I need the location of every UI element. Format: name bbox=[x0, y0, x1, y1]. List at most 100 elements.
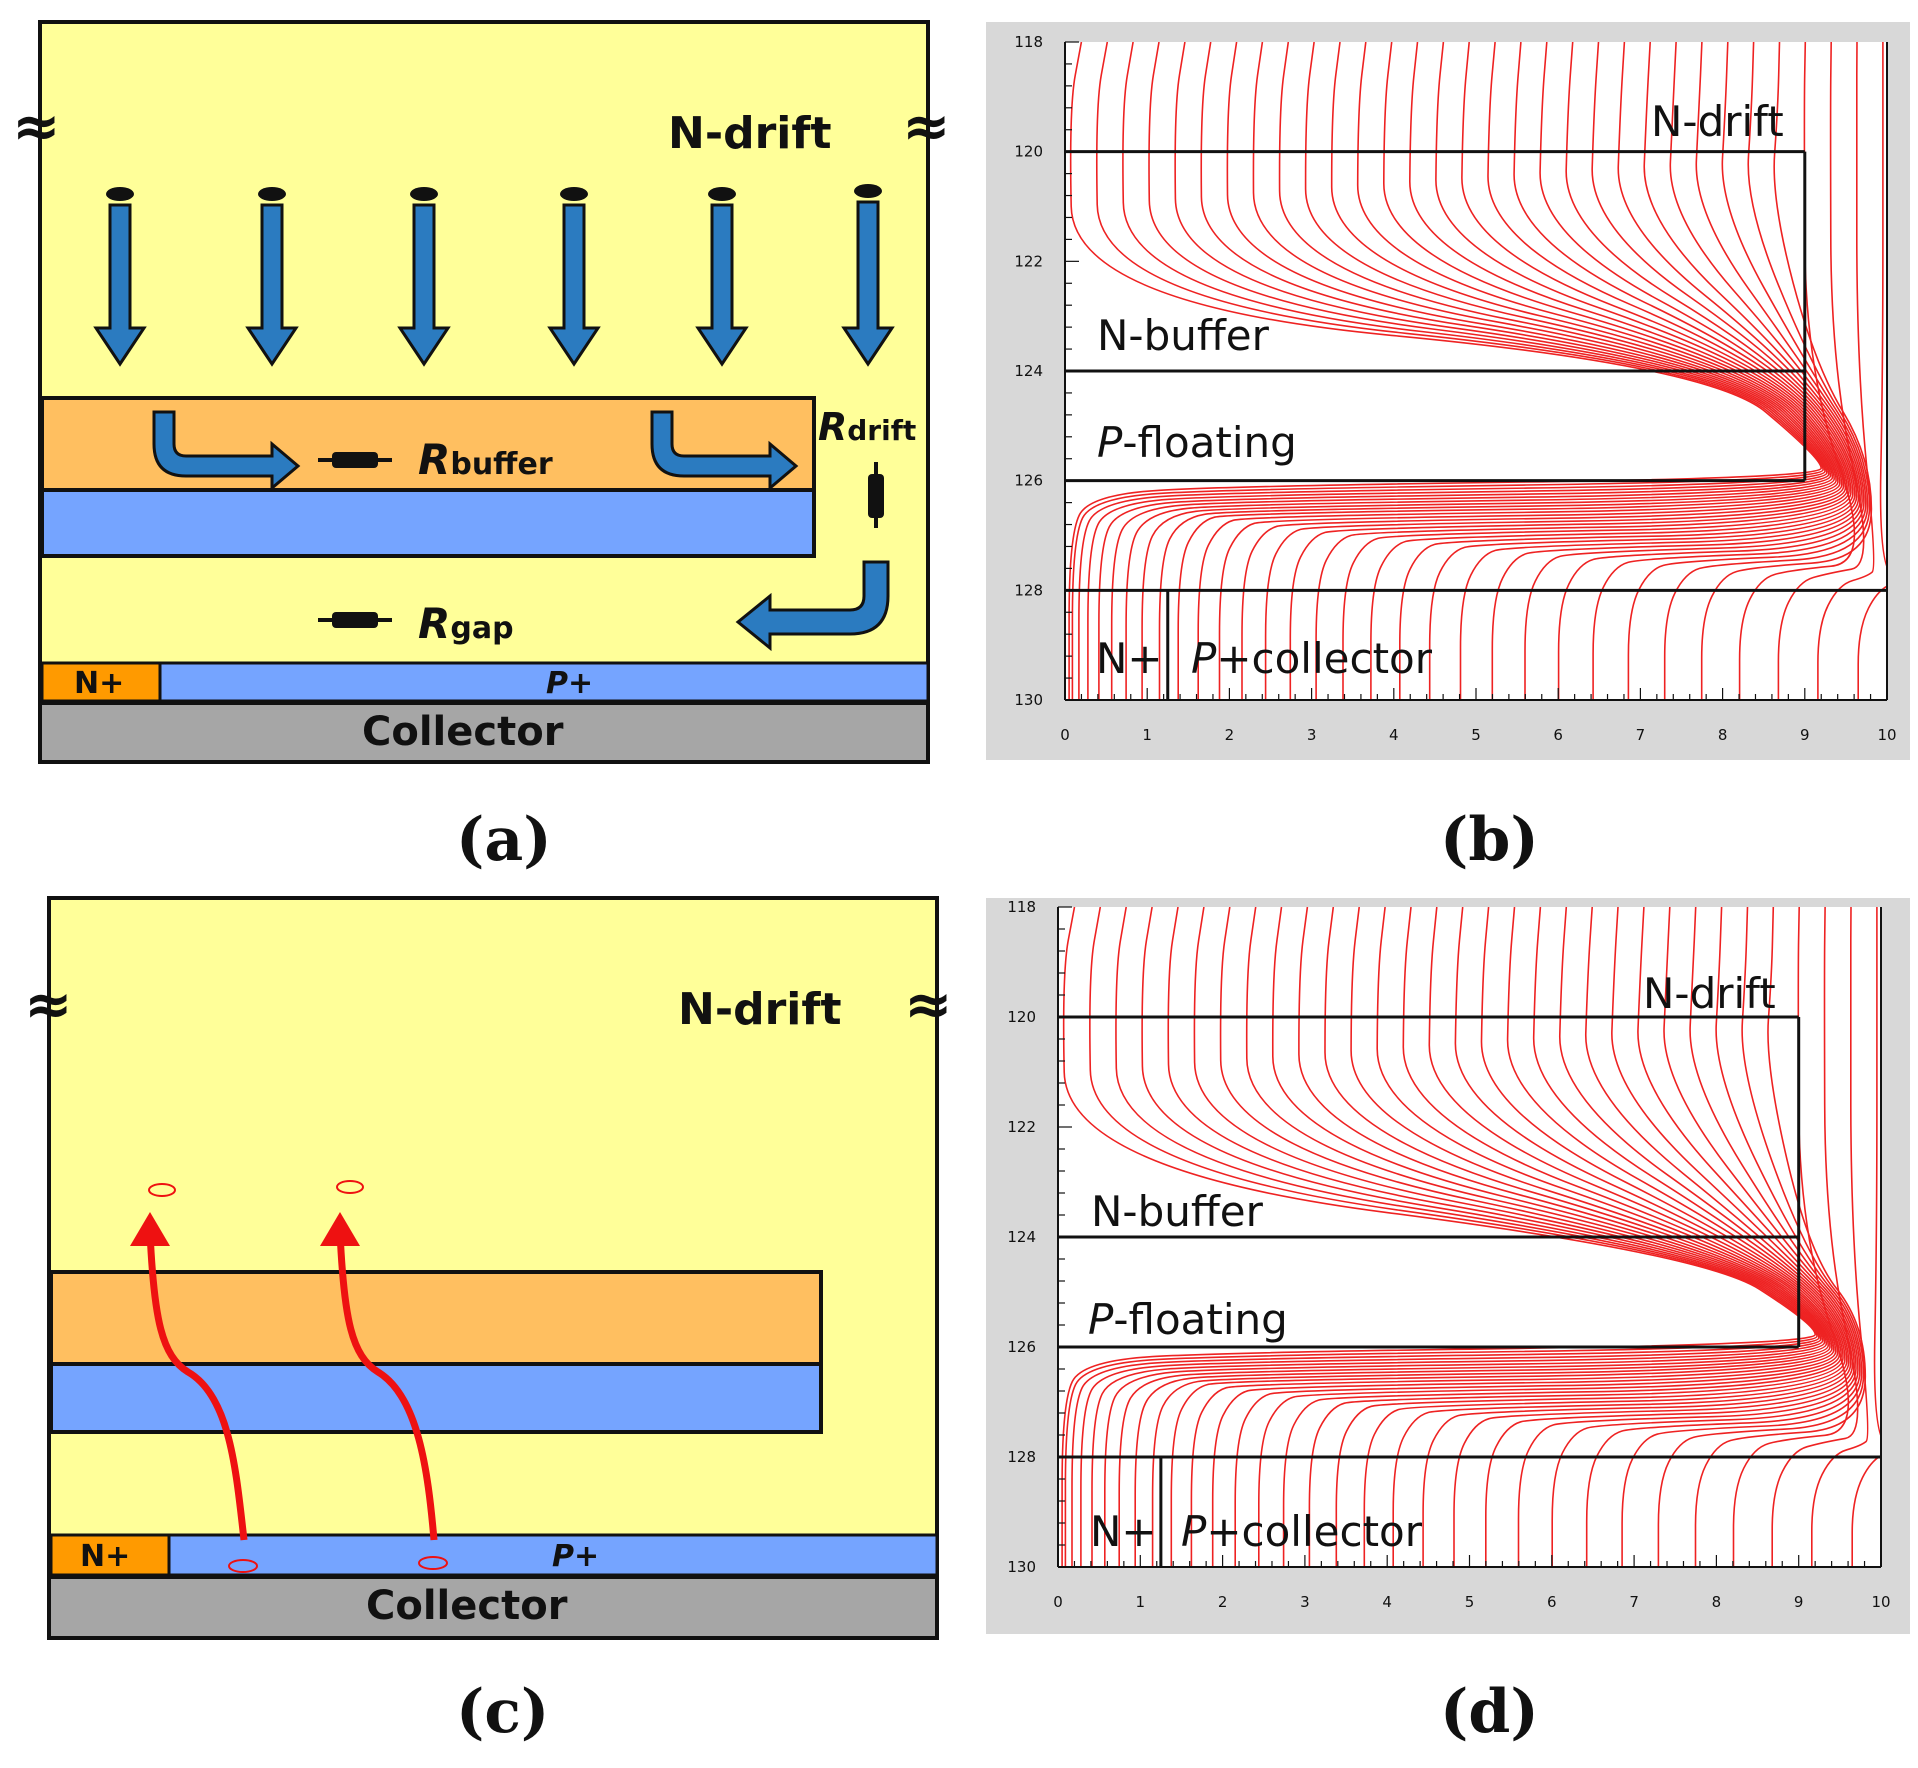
n-drift-label: N-drift bbox=[1643, 969, 1776, 1018]
x-tick-label: 0 bbox=[1060, 726, 1070, 744]
break-symbol-icon: ≈ bbox=[12, 92, 61, 160]
field-line bbox=[1557, 42, 1865, 700]
bend-arrow-icon bbox=[152, 410, 301, 492]
y-tick-label: 130 bbox=[1014, 691, 1043, 709]
y-tick-label: 118 bbox=[1014, 33, 1043, 51]
y-tick-label: 124 bbox=[1014, 362, 1043, 380]
n-drift-label: N-drift bbox=[1651, 97, 1784, 146]
bend-arrow-icon bbox=[650, 410, 799, 492]
electron-flow-arrows bbox=[93, 184, 895, 367]
field-line bbox=[1700, 42, 1873, 700]
red-hole-path-icon bbox=[336, 1231, 438, 1541]
carrier-ellipse-icon bbox=[418, 1556, 448, 1570]
resistor-icon bbox=[318, 452, 392, 468]
x-tick-label: 10 bbox=[1871, 1593, 1890, 1611]
x-tick-label: 8 bbox=[1712, 1593, 1722, 1611]
x-tick-label: 9 bbox=[1794, 1593, 1804, 1611]
field-line bbox=[1190, 907, 1835, 1567]
field-line bbox=[1134, 907, 1830, 1567]
field-line bbox=[1621, 907, 1863, 1567]
caption-a: (a) bbox=[456, 805, 552, 875]
field-line bbox=[1453, 907, 1854, 1567]
x-tick-label: 4 bbox=[1389, 726, 1399, 744]
field-lines bbox=[1061, 907, 1881, 1567]
panel-c: N-drift N+ P+ Collector ≈ ≈ (c) bbox=[24, 896, 953, 1747]
p-plus-region bbox=[158, 661, 930, 703]
field-line bbox=[1091, 907, 1824, 1567]
field-line bbox=[1342, 42, 1852, 700]
field-line bbox=[1315, 42, 1850, 700]
carrier-ellipse-icon bbox=[148, 1183, 176, 1197]
y-tick-label: 130 bbox=[1007, 1558, 1036, 1576]
r-buffer-label: Rbuffer bbox=[418, 435, 553, 484]
x-tick-label: 7 bbox=[1636, 726, 1646, 744]
field-line bbox=[1524, 42, 1863, 700]
red-hole-path-icon bbox=[146, 1231, 248, 1541]
field-line bbox=[1197, 42, 1841, 700]
n-drift-label: N-drift bbox=[678, 984, 842, 1035]
bend-arrow-icon bbox=[735, 560, 890, 652]
field-line bbox=[1370, 42, 1854, 700]
x-tick-label: 3 bbox=[1300, 1593, 1310, 1611]
x-tick-label: 7 bbox=[1629, 1593, 1639, 1611]
y-tick-label: 128 bbox=[1007, 1448, 1036, 1466]
p-floating-layer bbox=[40, 488, 816, 558]
region-boundaries bbox=[1065, 150, 1887, 700]
field-line bbox=[1817, 42, 1875, 700]
p-plus-label: P+ bbox=[552, 1539, 599, 1574]
break-symbol-icon: ≈ bbox=[902, 92, 951, 160]
field-line bbox=[1335, 907, 1846, 1567]
down-arrow-icon bbox=[93, 187, 147, 367]
field-line bbox=[1098, 42, 1830, 700]
field-line bbox=[1158, 42, 1837, 700]
y-tick-label: 120 bbox=[1014, 143, 1043, 161]
n-plus-label: N+ bbox=[1090, 1507, 1157, 1556]
field-line bbox=[1061, 907, 1817, 1567]
p-collector-label: P+collector bbox=[1191, 634, 1433, 683]
field-line bbox=[1657, 907, 1865, 1567]
field-line bbox=[1811, 907, 1869, 1567]
collector-contact bbox=[47, 1575, 939, 1640]
x-tick-label: 6 bbox=[1553, 726, 1563, 744]
field-line bbox=[1694, 907, 1867, 1567]
field-line bbox=[1087, 42, 1828, 700]
n-drift-label: N-drift bbox=[668, 108, 832, 159]
field-line bbox=[1064, 907, 1818, 1567]
x-tick-label: 2 bbox=[1218, 1593, 1228, 1611]
region-boundaries bbox=[1058, 1015, 1881, 1567]
r-gap-label: Rgap bbox=[418, 599, 514, 648]
caption-d: (d) bbox=[1440, 1677, 1539, 1747]
n-plus-label: N+ bbox=[74, 666, 124, 701]
n-drift-region bbox=[38, 20, 930, 764]
x-tick-label: 5 bbox=[1465, 1593, 1475, 1611]
field-line bbox=[1080, 907, 1822, 1567]
p-floating-label: P-floating bbox=[1097, 418, 1297, 467]
field-line bbox=[1289, 42, 1849, 700]
field-line bbox=[1068, 42, 1823, 700]
field-line bbox=[1264, 42, 1847, 700]
y-tick-label: 128 bbox=[1014, 581, 1043, 599]
y-tick-label: 126 bbox=[1007, 1338, 1036, 1356]
red-hole-path-icon bbox=[130, 1212, 170, 1246]
p-plus-region bbox=[167, 1533, 939, 1577]
caption-c: (c) bbox=[456, 1677, 549, 1747]
field-line bbox=[1151, 907, 1831, 1567]
field-line bbox=[1738, 42, 1856, 700]
y-tick-label: 122 bbox=[1014, 252, 1043, 270]
collector-label: Collector bbox=[362, 709, 564, 755]
n-buffer-label: N-buffer bbox=[1091, 1187, 1264, 1236]
collector-label: Collector bbox=[366, 1583, 568, 1629]
red-hole-path-icon bbox=[320, 1212, 360, 1246]
down-arrow-icon bbox=[695, 187, 749, 367]
p-floating-label: P-floating bbox=[1088, 1295, 1288, 1344]
down-arrow-icon bbox=[841, 184, 895, 367]
x-tick-label: 0 bbox=[1053, 1593, 1063, 1611]
x-tick-label: 9 bbox=[1800, 726, 1810, 744]
field-line bbox=[1141, 42, 1836, 700]
field-line bbox=[1551, 907, 1859, 1567]
field-line bbox=[1663, 42, 1871, 700]
